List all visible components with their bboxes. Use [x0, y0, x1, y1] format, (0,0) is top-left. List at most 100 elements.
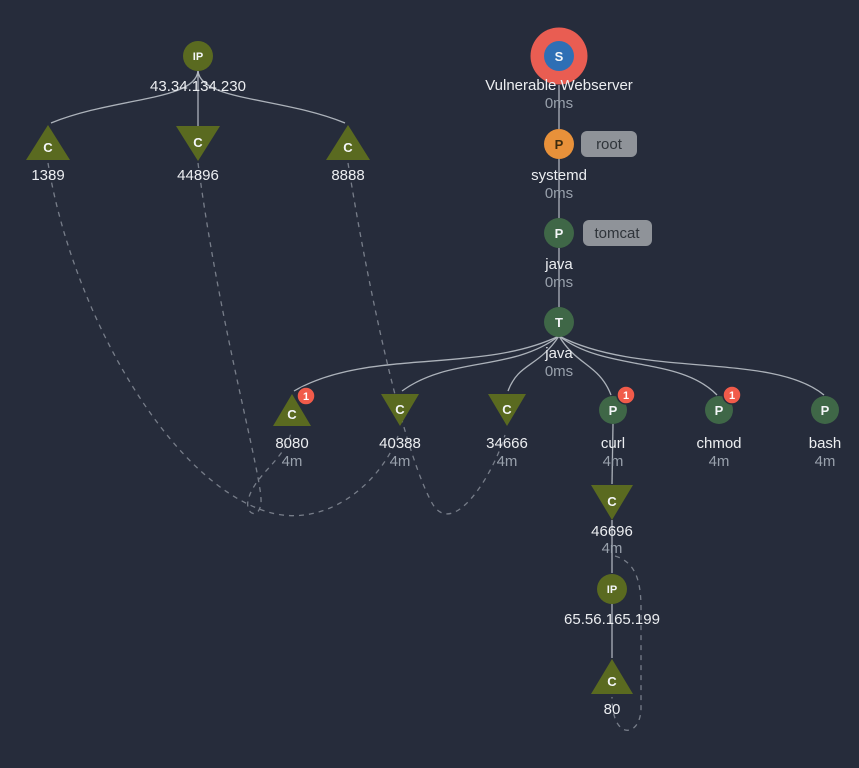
edge-thread-to-8080 [293, 335, 560, 392]
ip-node-shape [183, 41, 213, 71]
node-label: chmod [696, 435, 741, 452]
edge-thread-to-40388 [401, 335, 560, 392]
edge-ip-to-1389 [50, 70, 199, 124]
alert-badge-count: 1 [303, 391, 309, 403]
edge-thread-to-34666 [507, 335, 560, 392]
connection-triangle-down [381, 394, 419, 426]
node-port-34666[interactable]: C 34666 4m [486, 394, 528, 470]
node-time: 4m [709, 453, 730, 470]
edge-curl-to-46696 [611, 423, 614, 485]
node-time: 4m [282, 453, 303, 470]
node-time: 4m [602, 540, 623, 557]
edge-thread-to-bash [558, 335, 825, 396]
process-node-shape [705, 396, 733, 424]
node-port-8888[interactable]: C 8888 [326, 125, 370, 184]
alert-badge-count: 1 [623, 390, 629, 402]
node-label: curl [601, 435, 625, 452]
node-time: 0ms [545, 363, 573, 380]
node-label: java [544, 345, 573, 362]
node-java-process[interactable]: P tomcat java 0ms [544, 218, 652, 291]
node-glyph: T [555, 315, 563, 330]
node-label: 46696 [591, 523, 633, 540]
node-curl[interactable]: P 1 curl 4m [599, 385, 636, 470]
node-systemd[interactable]: P root systemd 0ms [531, 129, 637, 202]
node-port-8080[interactable]: C 1 8080 4m [273, 386, 316, 470]
node-port-40388[interactable]: C 40388 4m [379, 394, 421, 470]
node-glyph: C [287, 407, 297, 422]
node-glyph: IP [193, 51, 203, 63]
node-port-44896[interactable]: C 44896 [176, 126, 220, 184]
alert-count-badge: 1 [616, 385, 636, 405]
node-label: Vulnerable Webserver [485, 77, 633, 94]
node-glyph: P [821, 403, 830, 418]
alert-badge-shape [722, 385, 742, 405]
node-vulnerable-webserver[interactable]: S Vulnerable Webserver 0ms [485, 27, 633, 113]
node-time: 4m [497, 453, 518, 470]
node-label: systemd [531, 167, 587, 184]
root-badge: root [581, 131, 637, 157]
connection-triangle-down [176, 126, 220, 161]
tomcat-badge: tomcat [583, 220, 652, 246]
connection-triangle-up [26, 125, 70, 160]
badge-pill [583, 220, 652, 246]
edges [47, 70, 825, 731]
node-label: 43.34.134.230 [150, 78, 246, 95]
node-time: 0ms [545, 95, 573, 112]
node-port-80[interactable]: C 80 [591, 659, 633, 718]
node-ip-65-56-165-199[interactable]: IP 65.56.165.199 [564, 574, 660, 628]
node-time: 0ms [545, 185, 573, 202]
edge-thread-to-curl [558, 335, 612, 396]
node-label: 40388 [379, 435, 421, 452]
dashed-edge-44896-to-8080 [197, 162, 292, 515]
dashed-edge-8888-to-34666 [347, 162, 506, 515]
node-label: 1389 [31, 167, 64, 184]
connection-triangle-up [273, 394, 311, 426]
node-label: 8888 [331, 167, 364, 184]
alert-count-badge: 1 [722, 385, 742, 405]
node-time: 4m [815, 453, 836, 470]
connection-triangle-down [488, 394, 526, 426]
service-node-shape [544, 41, 574, 71]
edge-thread-to-chmod [558, 335, 718, 396]
alert-count-badge: 1 [296, 386, 316, 406]
node-bash[interactable]: P bash 4m [809, 396, 842, 470]
node-port-1389[interactable]: C 1389 [26, 125, 70, 184]
node-time: 4m [603, 453, 624, 470]
node-glyph: C [343, 140, 353, 155]
dashed-edge-46696-to-80 [611, 555, 642, 731]
ip-node-shape [597, 574, 627, 604]
node-label: 8080 [275, 435, 308, 452]
node-glyph: P [555, 137, 564, 152]
node-glyph: C [43, 140, 53, 155]
badge-label: tomcat [594, 225, 640, 242]
node-time: 4m [390, 453, 411, 470]
node-glyph: P [555, 226, 564, 241]
process-node-shape [544, 218, 574, 248]
connection-triangle-down [591, 485, 633, 520]
node-glyph: C [502, 402, 512, 417]
node-glyph: C [193, 135, 203, 150]
node-chmod[interactable]: P 1 chmod 4m [696, 385, 742, 470]
process-node-shape [811, 396, 839, 424]
node-time: 0ms [545, 274, 573, 291]
dashed-edge-1389-to-40388 [47, 162, 399, 517]
node-java-thread[interactable]: T java 0ms [544, 307, 574, 380]
alert-badge-shape [616, 385, 636, 405]
node-label: bash [809, 435, 842, 452]
node-port-46696[interactable]: C 46696 4m [591, 485, 633, 557]
node-glyph: C [607, 674, 617, 689]
badge-label: root [596, 136, 623, 153]
node-ip-43-34-134-230[interactable]: IP 43.34.134.230 [150, 41, 246, 95]
connection-triangle-up [591, 659, 633, 694]
node-label: 44896 [177, 167, 219, 184]
node-label: java [544, 256, 573, 273]
node-glyph: C [607, 494, 617, 509]
node-label: 65.56.165.199 [564, 611, 660, 628]
connection-triangle-up [326, 125, 370, 160]
node-label: 80 [604, 701, 621, 718]
edge-ip-to-8888 [197, 70, 346, 124]
node-glyph: P [715, 403, 724, 418]
badge-pill [581, 131, 637, 157]
node-glyph: IP [607, 584, 617, 596]
